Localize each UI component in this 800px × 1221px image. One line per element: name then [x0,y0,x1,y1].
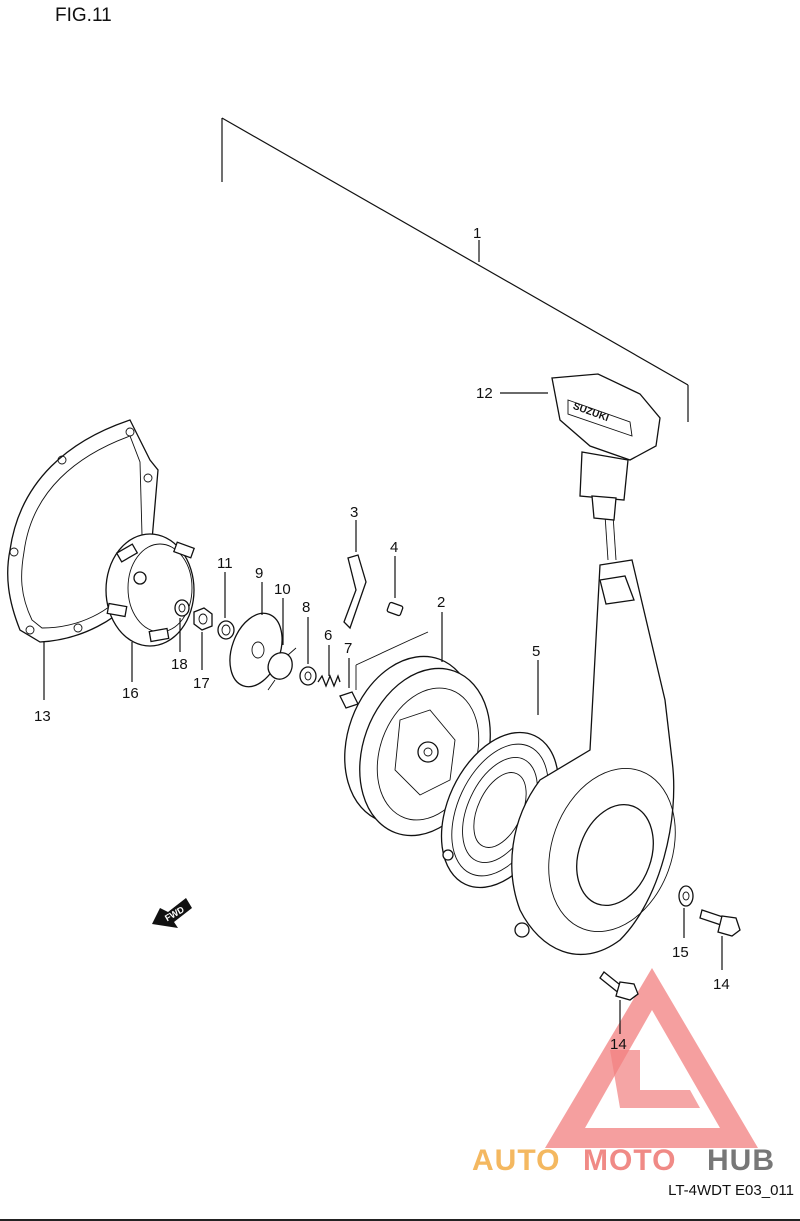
spring-6 [317,645,341,688]
callout-labels: 1 2 3 4 5 6 7 8 9 10 11 12 13 14 14 15 1… [34,225,730,1053]
watermark-word-moto: MOTO [583,1144,676,1177]
bolt-14-right [699,909,741,970]
washer-8 [299,617,317,686]
pin-4 [386,556,404,617]
callout-7: 7 [344,640,352,657]
washer-11 [217,572,235,640]
callout-14-right: 14 [713,976,730,993]
washer-18 [174,599,190,652]
watermark-word-auto: AUTO [472,1144,560,1177]
pawl-3 [343,520,367,630]
callout-15: 15 [672,944,689,961]
drive-cup-16 [105,533,196,682]
callout-11: 11 [217,555,233,572]
watermark-logo [545,968,758,1148]
watermark-word-hub: HUB [707,1144,775,1177]
pin-7 [339,658,359,709]
callout-14-lower: 14 [610,1036,627,1053]
bolt-14-lower [599,971,639,1034]
callout-4: 4 [390,539,398,556]
callout-12: 12 [476,385,493,402]
callout-6: 6 [324,627,332,644]
assembly-bracket [221,117,689,422]
callout-10: 10 [274,581,291,598]
nut-17 [193,607,213,670]
callout-13: 13 [34,708,51,725]
callout-2: 2 [437,594,445,611]
watermark-wordmark: AUTO MOTO HUB [472,1144,775,1177]
callout-9: 9 [255,565,263,582]
guide-lines [355,631,429,690]
handle-12: SUZUKI [500,373,661,521]
washer-15 [678,885,694,938]
drawing-code: LT-4WDT E03_011 [668,1182,794,1199]
callout-1: 1 [473,225,481,242]
figure-title: FIG.11 [55,5,112,26]
callout-8: 8 [302,599,310,616]
callout-5: 5 [532,643,540,660]
callout-16: 16 [122,685,139,702]
fwd-arrow-icon: FWD [152,898,192,928]
callout-17: 17 [193,675,210,692]
callout-18: 18 [171,656,188,673]
callout-3: 3 [350,504,358,521]
starter-case [442,559,676,956]
spring-10 [267,598,297,691]
bottom-border [0,1219,800,1221]
